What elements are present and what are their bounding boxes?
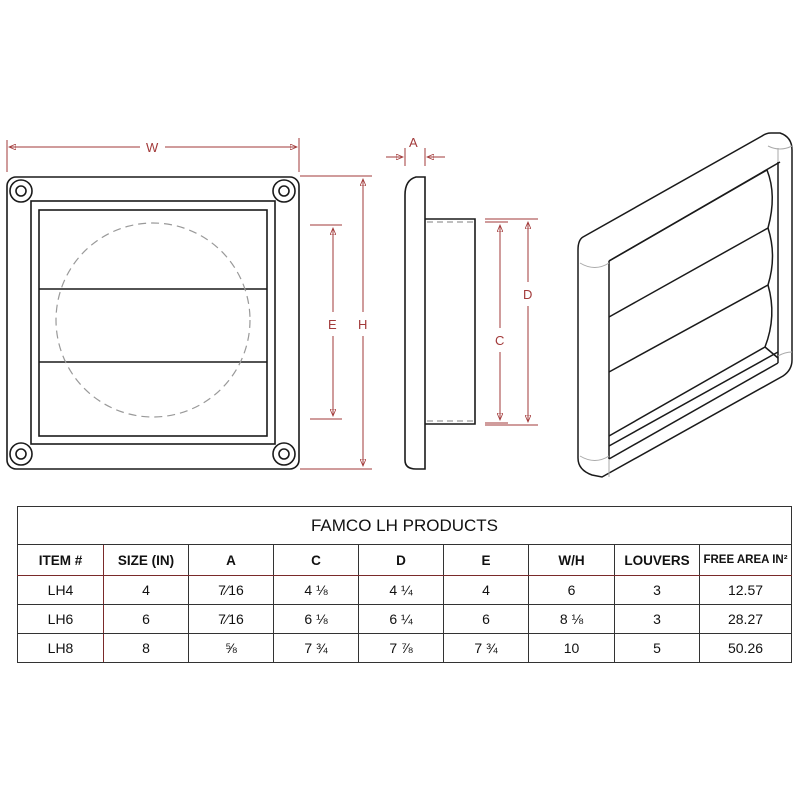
column-header: W/H xyxy=(528,544,615,576)
table-cell: 4 xyxy=(103,575,189,605)
isometric-view xyxy=(577,132,793,478)
table-cell: 8 ⅛ xyxy=(528,604,615,634)
label-c: C xyxy=(495,333,504,348)
table-cell: 7 ⅞ xyxy=(358,633,444,663)
screw-hole-icons xyxy=(9,179,296,466)
table-cell: 5 xyxy=(614,633,700,663)
table-cell: 7 ¾ xyxy=(273,633,359,663)
table-cell: 3 xyxy=(614,604,700,634)
table-cell: 3 xyxy=(614,575,700,605)
table-row: LH8 8 ⅝ 7 ¾ 7 ⅞ 7 ¾ 10 5 50.26 xyxy=(17,633,793,663)
label-e: E xyxy=(328,317,337,332)
label-w: W xyxy=(146,140,159,155)
table-row: LH4 4 7⁄16 4 ⅛ 4 ¼ 4 6 3 12.57 xyxy=(17,575,793,605)
side-view xyxy=(404,176,476,470)
column-header: E xyxy=(443,544,529,576)
table-cell: 4 ⅛ xyxy=(273,575,359,605)
technical-drawing: W H E A C xyxy=(6,132,793,478)
table-cell: 8 xyxy=(103,633,189,663)
table-cell: 6 xyxy=(443,604,529,634)
table-cell: LH8 xyxy=(17,633,104,663)
column-header: A xyxy=(188,544,274,576)
table-cell: 12.57 xyxy=(698,575,793,605)
table-cell: 6 ¼ xyxy=(358,604,444,634)
table-cell: 7 ¾ xyxy=(443,633,529,663)
front-view xyxy=(6,176,300,470)
column-header: LOUVERS xyxy=(614,544,700,576)
table-cell: 50.26 xyxy=(698,633,793,663)
table-cell: 10 xyxy=(528,633,615,663)
dimension-c xyxy=(485,221,508,424)
table-cell: 6 ⅛ xyxy=(273,604,359,634)
table-cell: LH4 xyxy=(17,575,104,605)
table-cell: 4 xyxy=(443,575,529,605)
label-h: H xyxy=(358,317,367,332)
table-header-row: ITEM # SIZE (IN) A C D E W/H LOUVERS FRE… xyxy=(17,544,793,576)
dimension-w xyxy=(6,138,300,172)
column-header: FREE AREA IN² xyxy=(698,544,793,576)
table-cell: 28.27 xyxy=(698,604,793,634)
table-cell: 6 xyxy=(103,604,189,634)
dimension-h xyxy=(300,175,372,470)
column-header: C xyxy=(273,544,359,576)
table-cell: 7⁄16 xyxy=(188,604,274,634)
label-a: A xyxy=(409,135,418,150)
table-cell: 4 ¼ xyxy=(358,575,444,605)
table-title: FAMCO LH PRODUCTS xyxy=(16,506,793,545)
dimension-e xyxy=(310,224,342,420)
dimension-d xyxy=(485,218,538,426)
dimension-a xyxy=(386,148,445,166)
table-row: LH6 6 7⁄16 6 ⅛ 6 ¼ 6 8 ⅛ 3 28.27 xyxy=(17,604,793,634)
table-cell: LH6 xyxy=(17,604,104,634)
table-cell: ⅝ xyxy=(188,633,274,663)
column-header: ITEM # xyxy=(17,544,104,576)
table-cell: 7⁄16 xyxy=(188,575,274,605)
product-spec-table: FAMCO LH PRODUCTS ITEM # SIZE (IN) A C D… xyxy=(16,506,793,663)
label-d: D xyxy=(523,287,532,302)
table-cell: 6 xyxy=(528,575,615,605)
column-header: SIZE (IN) xyxy=(103,544,189,576)
column-header: D xyxy=(358,544,444,576)
